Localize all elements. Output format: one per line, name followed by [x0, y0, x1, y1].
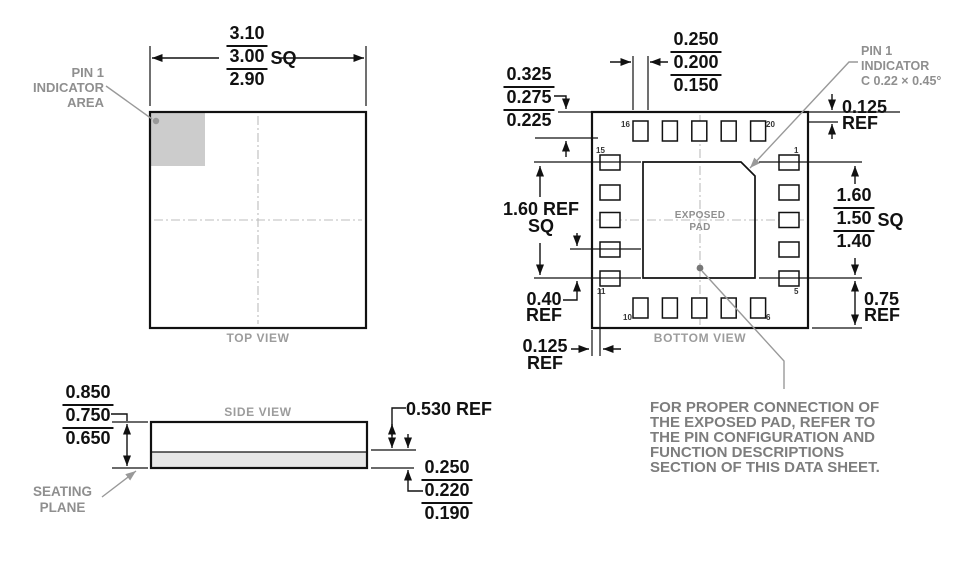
- seating-plane-label: SEATING PLANE: [20, 484, 105, 516]
- pin-number: 1: [794, 146, 799, 155]
- dim-min: 0.150: [673, 75, 719, 95]
- exposed-pad-note-leader: [701, 270, 785, 389]
- dim-nom: 1.50: [833, 208, 875, 232]
- pin-number: 15: [596, 146, 605, 155]
- dim-nom: 0.750: [62, 405, 114, 429]
- side-view-body: [149, 420, 369, 470]
- dim-nom: 0.220: [421, 480, 473, 504]
- bottom-view-caption: BOTTOM VIEW: [653, 331, 747, 345]
- edge-ref-dimension: 0.125 REF: [842, 97, 888, 133]
- pin1-indicator-line: C 0.22 × 0.45°: [861, 74, 942, 88]
- dim-min: 0.225: [506, 110, 552, 130]
- pin-number: 11: [597, 287, 606, 296]
- bottom-view-leaders: [701, 61, 858, 389]
- dim-line: REF: [864, 305, 900, 325]
- note-line: FUNCTION DESCRIPTIONS: [650, 444, 845, 461]
- pin-number: 16: [621, 120, 630, 129]
- dim-line: 0.125: [842, 97, 888, 117]
- bottom-view-dimensions: [534, 56, 900, 356]
- dim-line: REF: [842, 113, 878, 133]
- dim-line: 1.60 REF: [502, 199, 580, 219]
- lead-length-dimension: 0.325 0.275 0.225: [503, 63, 555, 132]
- pin-number: 20: [766, 120, 775, 129]
- dim-line: REF: [526, 305, 562, 325]
- dim-line: SQ: [527, 216, 555, 236]
- exposed-pad-line: PAD: [689, 222, 711, 233]
- pin1-indicator-line: INDICATOR: [861, 59, 930, 73]
- note-line: THE PIN CONFIGURATION AND: [650, 429, 875, 446]
- seating-plane-line: SEATING: [32, 484, 92, 499]
- pin-number: 10: [623, 313, 632, 322]
- pin1-label-line: INDICATOR: [32, 80, 104, 95]
- top-view-pin1-leader: [105, 85, 160, 125]
- note-line: THE EXPOSED PAD, REFER TO: [650, 414, 876, 431]
- pin1-label-line: PIN 1: [71, 65, 104, 80]
- dim-min: 2.90: [229, 69, 265, 89]
- dim-nom: 0.275: [503, 87, 555, 111]
- side-view-dimensions: [111, 407, 423, 492]
- lead-width-dimension: 0.250 0.200 0.150: [670, 28, 722, 97]
- pin1-indicator-line: PIN 1: [861, 44, 893, 58]
- dim-max: 0.250: [421, 457, 473, 481]
- bottom-view-body: [590, 110, 810, 330]
- corner-ref-dimension: 0.75 REF: [864, 289, 900, 325]
- exposed-pad-outline: [642, 161, 756, 279]
- exposed-pad-note: FOR PROPER CONNECTION OF THE EXPOSED PAD…: [650, 400, 880, 475]
- span-ref-dimension: 1.60 REF SQ: [502, 199, 580, 236]
- note-line: FOR PROPER CONNECTION OF: [650, 399, 880, 416]
- dim-suffix: SQ: [877, 210, 904, 230]
- pin1-indicator-label: PIN 1 INDICATOR C 0.22 × 0.45°: [861, 44, 941, 89]
- pin-number: 5: [794, 287, 799, 296]
- pitch-ref-dimension: 0.40 REF: [526, 289, 562, 325]
- dim-min: 0.190: [424, 503, 470, 523]
- side-view-height-dimension: 0.850 0.750 0.650: [62, 381, 114, 450]
- dim-max: 1.60: [833, 185, 875, 209]
- side-ref-dimension: 0.125 REF: [522, 336, 568, 373]
- pad-center-dot: [696, 264, 704, 272]
- dim-max: 0.250: [670, 29, 722, 53]
- standoff-dimension: 0.250 0.220 0.190: [421, 456, 473, 525]
- dim-line: REF: [526, 353, 563, 373]
- pin1-indicator-leader: [749, 61, 858, 169]
- dim-max: 0.850: [62, 382, 114, 406]
- dim-nom: 0.200: [670, 52, 722, 76]
- top-view-body: [148, 110, 368, 330]
- top-view-dimensions: [149, 46, 367, 106]
- exposed-pad-line: EXPOSED: [674, 210, 726, 221]
- dim-min: 1.40: [836, 231, 872, 251]
- pin1-indicator-area-label: PIN 1 INDICATOR AREA: [16, 65, 104, 110]
- exposed-pad-label: EXPOSED PAD: [675, 210, 725, 234]
- dim-line: 0.75: [864, 289, 900, 309]
- dim-line: 0.125: [522, 336, 568, 356]
- top-view-caption: TOP VIEW: [226, 331, 290, 345]
- dim-line: 0.40: [526, 289, 562, 309]
- seating-plane-line: PLANE: [39, 500, 86, 515]
- pin1-label-line: AREA: [67, 95, 104, 110]
- side-view-caption: SIDE VIEW: [224, 405, 292, 419]
- dim-max: 0.325: [503, 64, 555, 88]
- note-line: SECTION OF THIS DATA SHEET.: [650, 459, 880, 476]
- seating-plane-leader: [101, 470, 137, 498]
- cap-height-ref-dimension: 0.530 REF: [406, 399, 493, 419]
- dim-nom: 3.00: [226, 46, 268, 70]
- dim-suffix: SQ: [270, 48, 297, 68]
- pin-number: 6: [766, 313, 771, 322]
- dim-max: 3.10: [226, 23, 268, 47]
- dim-min: 0.650: [65, 428, 111, 448]
